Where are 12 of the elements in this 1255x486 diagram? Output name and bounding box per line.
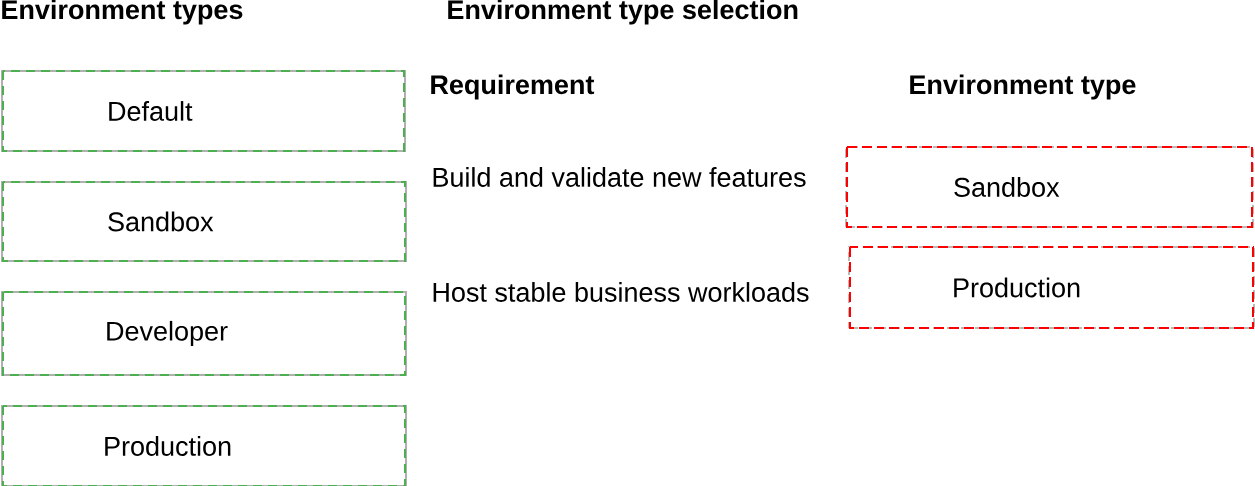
answer-box: Production — [848, 246, 1255, 329]
option-box: Sandbox — [1, 181, 407, 262]
option-box: Developer — [1, 291, 407, 376]
answer-box: Sandbox — [845, 146, 1254, 228]
section-heading: Environment types — [2, 0, 243, 25]
column-heading: Environment type — [910, 74, 1136, 100]
column-heading: Requirement — [431, 74, 595, 100]
option-box: Production — [1, 405, 407, 486]
requirement-text: Build and validate new features — [433, 167, 806, 187]
section-heading: Environment type selection — [448, 0, 798, 25]
requirement-text: Host stable business workloads — [433, 282, 809, 302]
option-box: Default — [1, 70, 406, 152]
